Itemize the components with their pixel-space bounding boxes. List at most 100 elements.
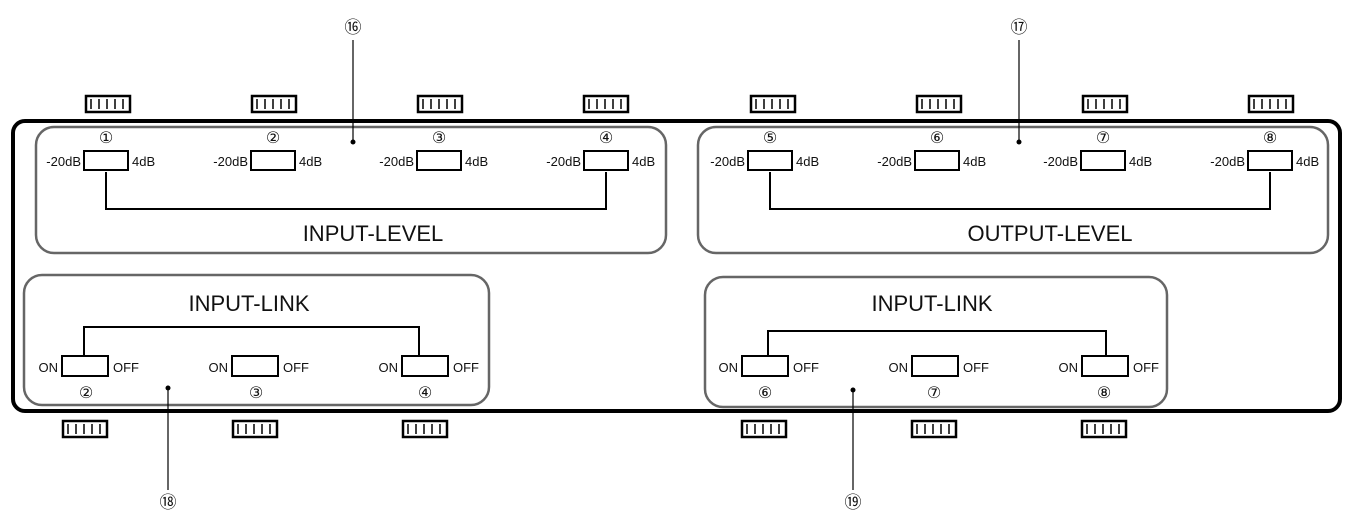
callout-19: ⑲: [845, 387, 862, 512]
dip-switch-icon: [915, 94, 963, 114]
channel-number: ⑤: [763, 130, 777, 147]
dip-switch-icon: [740, 419, 788, 439]
switch-number: ⑥: [758, 385, 772, 402]
scale-max-label: 4dB: [299, 154, 322, 169]
input-link-switch-6: ON OFF ⑥: [719, 355, 819, 402]
scale-max-label: 4dB: [632, 154, 655, 169]
level-switch-6[interactable]: [914, 150, 960, 171]
callout-16: ⑯: [345, 18, 362, 145]
callout-17: ⑰: [1011, 18, 1028, 145]
level-switch-7[interactable]: [1080, 150, 1126, 171]
leader-dot: [850, 387, 856, 393]
input-link-right-box: [703, 275, 1169, 409]
input-level-group: INPUT-LEVEL ① -20dB 4dB ② -20dB 4dB ③ -2…: [34, 125, 668, 255]
device-frame: [11, 119, 1342, 413]
scale-min-label: -20dB: [1043, 154, 1078, 169]
channel-number: ①: [99, 130, 113, 147]
level-switch-8[interactable]: [1247, 150, 1293, 171]
input-link-switch-4: ON OFF ④: [379, 355, 479, 402]
input-link-left-bracket: [83, 326, 420, 357]
output-level-group: OUTPUT-LEVEL ⑤ -20dB 4dB ⑥ -20dB 4dB ⑦ -…: [696, 125, 1330, 255]
output-level-channel-5: ⑤ -20dB 4dB: [710, 130, 819, 171]
input-link-left-title: INPUT-LINK: [188, 291, 309, 316]
scale-max-label: 4dB: [796, 154, 819, 169]
channel-number: ⑥: [930, 130, 944, 147]
input-level-box: [34, 125, 668, 255]
input-link-switch-2: ON OFF ②: [39, 355, 139, 402]
on-label: ON: [39, 360, 59, 375]
dip-switch-icon: [1081, 94, 1129, 114]
switch-number: ②: [79, 385, 93, 402]
switch-number: ③: [249, 385, 263, 402]
leader-dot: [1016, 139, 1022, 145]
bottom-dip-icons: [61, 419, 1128, 439]
level-switch-5[interactable]: [747, 150, 793, 171]
channel-number: ④: [599, 130, 613, 147]
dip-switch-icon: [910, 419, 958, 439]
scale-min-label: -20dB: [710, 154, 745, 169]
scale-min-label: -20dB: [213, 154, 248, 169]
link-switch-8[interactable]: [1081, 355, 1129, 377]
input-link-switch-8: ON OFF ⑧: [1059, 355, 1159, 402]
link-switch-4[interactable]: [401, 355, 449, 377]
scale-max-label: 4dB: [132, 154, 155, 169]
input-link-switch-3: ON OFF ③: [209, 355, 309, 402]
output-level-title: OUTPUT-LEVEL: [967, 221, 1132, 246]
callout-number: ⑲: [845, 493, 862, 512]
scale-max-label: 4dB: [963, 154, 986, 169]
input-level-channel-2: ② -20dB 4dB: [213, 130, 322, 171]
on-label: ON: [379, 360, 399, 375]
off-label: OFF: [1133, 360, 1159, 375]
link-switch-2[interactable]: [61, 355, 109, 377]
channel-number: ⑧: [1263, 130, 1277, 147]
dip-switch-icon: [1247, 94, 1295, 114]
level-switch-4[interactable]: [583, 150, 629, 171]
level-switch-3[interactable]: [416, 150, 462, 171]
output-level-channel-8: ⑧ -20dB 4dB: [1210, 130, 1319, 171]
input-level-channel-1: ① -20dB 4dB: [46, 130, 155, 171]
dip-switch-icon: [416, 94, 464, 114]
callout-number: ⑰: [1011, 18, 1028, 37]
input-level-link-bracket: [105, 172, 607, 210]
on-label: ON: [1059, 360, 1079, 375]
scale-min-label: -20dB: [46, 154, 81, 169]
off-label: OFF: [283, 360, 309, 375]
dip-switch-icon: [61, 419, 109, 439]
input-link-right-group: INPUT-LINK ON OFF ⑥ ON OFF ⑦ ON OFF ⑧: [703, 275, 1169, 409]
link-switch-3[interactable]: [231, 355, 279, 377]
off-label: OFF: [963, 360, 989, 375]
output-level-channel-7: ⑦ -20dB 4dB: [1043, 130, 1152, 171]
leader-dot: [165, 385, 171, 391]
scale-min-label: -20dB: [877, 154, 912, 169]
dip-switch-icon: [231, 419, 279, 439]
on-label: ON: [719, 360, 739, 375]
leader-dot: [350, 139, 356, 145]
off-label: OFF: [453, 360, 479, 375]
scale-max-label: 4dB: [1296, 154, 1319, 169]
switch-number: ⑧: [1097, 385, 1111, 402]
scale-max-label: 4dB: [1129, 154, 1152, 169]
callout-18: ⑱: [160, 385, 177, 512]
top-dip-icons: [84, 94, 1295, 114]
off-label: OFF: [793, 360, 819, 375]
dip-switch-icon: [401, 419, 449, 439]
link-switch-6[interactable]: [741, 355, 789, 377]
link-switch-7[interactable]: [911, 355, 959, 377]
level-switch-1[interactable]: [83, 150, 129, 171]
level-switch-2[interactable]: [250, 150, 296, 171]
on-label: ON: [209, 360, 229, 375]
dip-switch-icon: [1080, 419, 1128, 439]
scale-min-label: -20dB: [1210, 154, 1245, 169]
channel-number: ③: [432, 130, 446, 147]
input-link-left-box: [22, 273, 491, 407]
input-level-title: INPUT-LEVEL: [303, 221, 444, 246]
scale-max-label: 4dB: [465, 154, 488, 169]
output-level-box: [696, 125, 1330, 255]
off-label: OFF: [113, 360, 139, 375]
scale-min-label: -20dB: [546, 154, 581, 169]
on-label: ON: [889, 360, 909, 375]
input-level-channel-4: ④ -20dB 4dB: [546, 130, 655, 171]
channel-number: ②: [266, 130, 280, 147]
callout-number: ⑱: [160, 493, 177, 512]
